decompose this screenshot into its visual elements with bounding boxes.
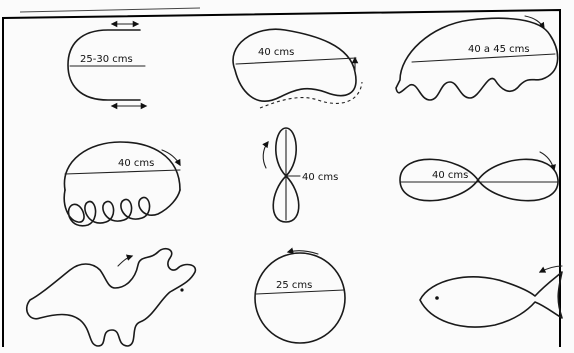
hook-shape-icon: 25-30 cms — [68, 24, 146, 106]
circle-label: 25 cms — [276, 280, 312, 291]
infinity-shape-icon: 40 cms — [400, 152, 558, 201]
figure-eight-shape-icon: 40 cms — [263, 128, 338, 222]
circle-shape-icon: 25 cms — [255, 251, 345, 343]
bird-shape-icon — [27, 249, 196, 346]
infinity-label: 40 cms — [432, 170, 468, 181]
kidney-label: 40 cms — [258, 47, 294, 58]
dome-loops-label: 40 cms — [118, 158, 154, 169]
hook-label: 25-30 cms — [80, 54, 133, 65]
top-edge-line — [20, 8, 200, 12]
kidney-shape-icon: 40 cms — [233, 29, 362, 108]
dome-loops-shape-icon: 40 cms — [64, 142, 180, 226]
wave-cloud-shape-icon: 40 a 45 cms — [396, 16, 558, 100]
figure-eight-label: 40 cms — [302, 172, 338, 183]
fish-shape-icon — [420, 266, 562, 327]
wave-cloud-label: 40 a 45 cms — [468, 44, 530, 55]
